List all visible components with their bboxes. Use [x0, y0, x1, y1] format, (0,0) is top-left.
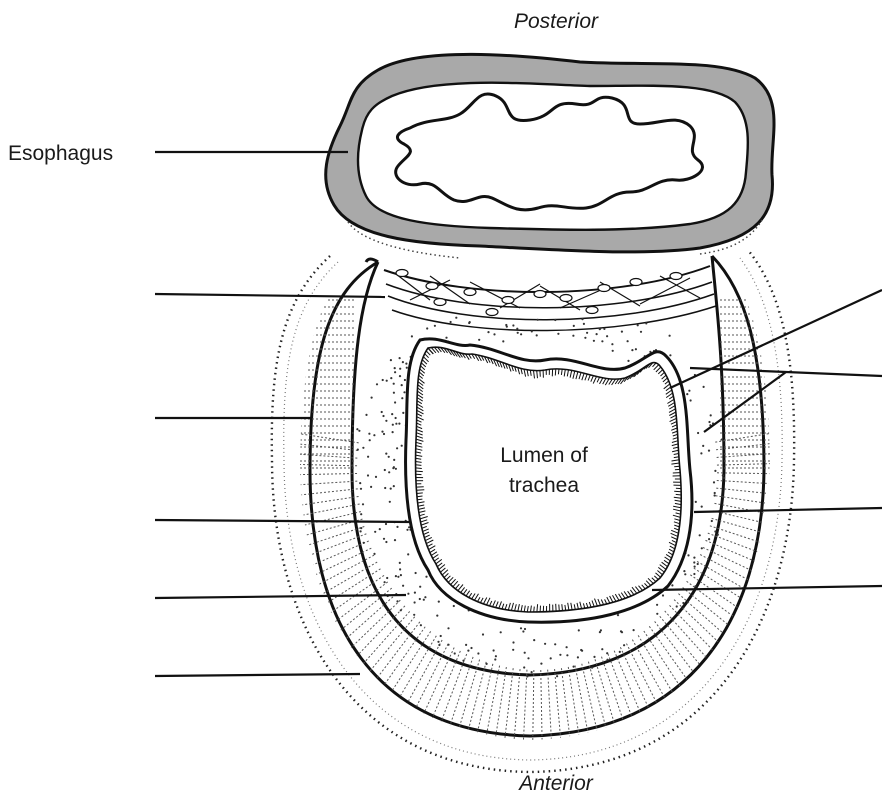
leader-line-left-5 [155, 674, 360, 676]
esophagus-label: Esophagus [8, 142, 113, 165]
trachealis-muscle [384, 266, 716, 331]
posterior-label: Posterior [514, 10, 599, 33]
anterior-label: Anterior [517, 772, 594, 795]
leader-line-right-4 [652, 586, 882, 590]
lumen-label-line1: Lumen of [500, 444, 588, 467]
lumen-label-line2: trachea [509, 474, 579, 497]
leader-line-left-4 [155, 595, 406, 598]
leader-line-left-3 [155, 520, 410, 522]
leader-line-right-2b [704, 372, 786, 432]
leader-line-left-1 [155, 294, 385, 297]
leader-line-right-1 [670, 290, 882, 388]
esophagus [326, 54, 774, 258]
